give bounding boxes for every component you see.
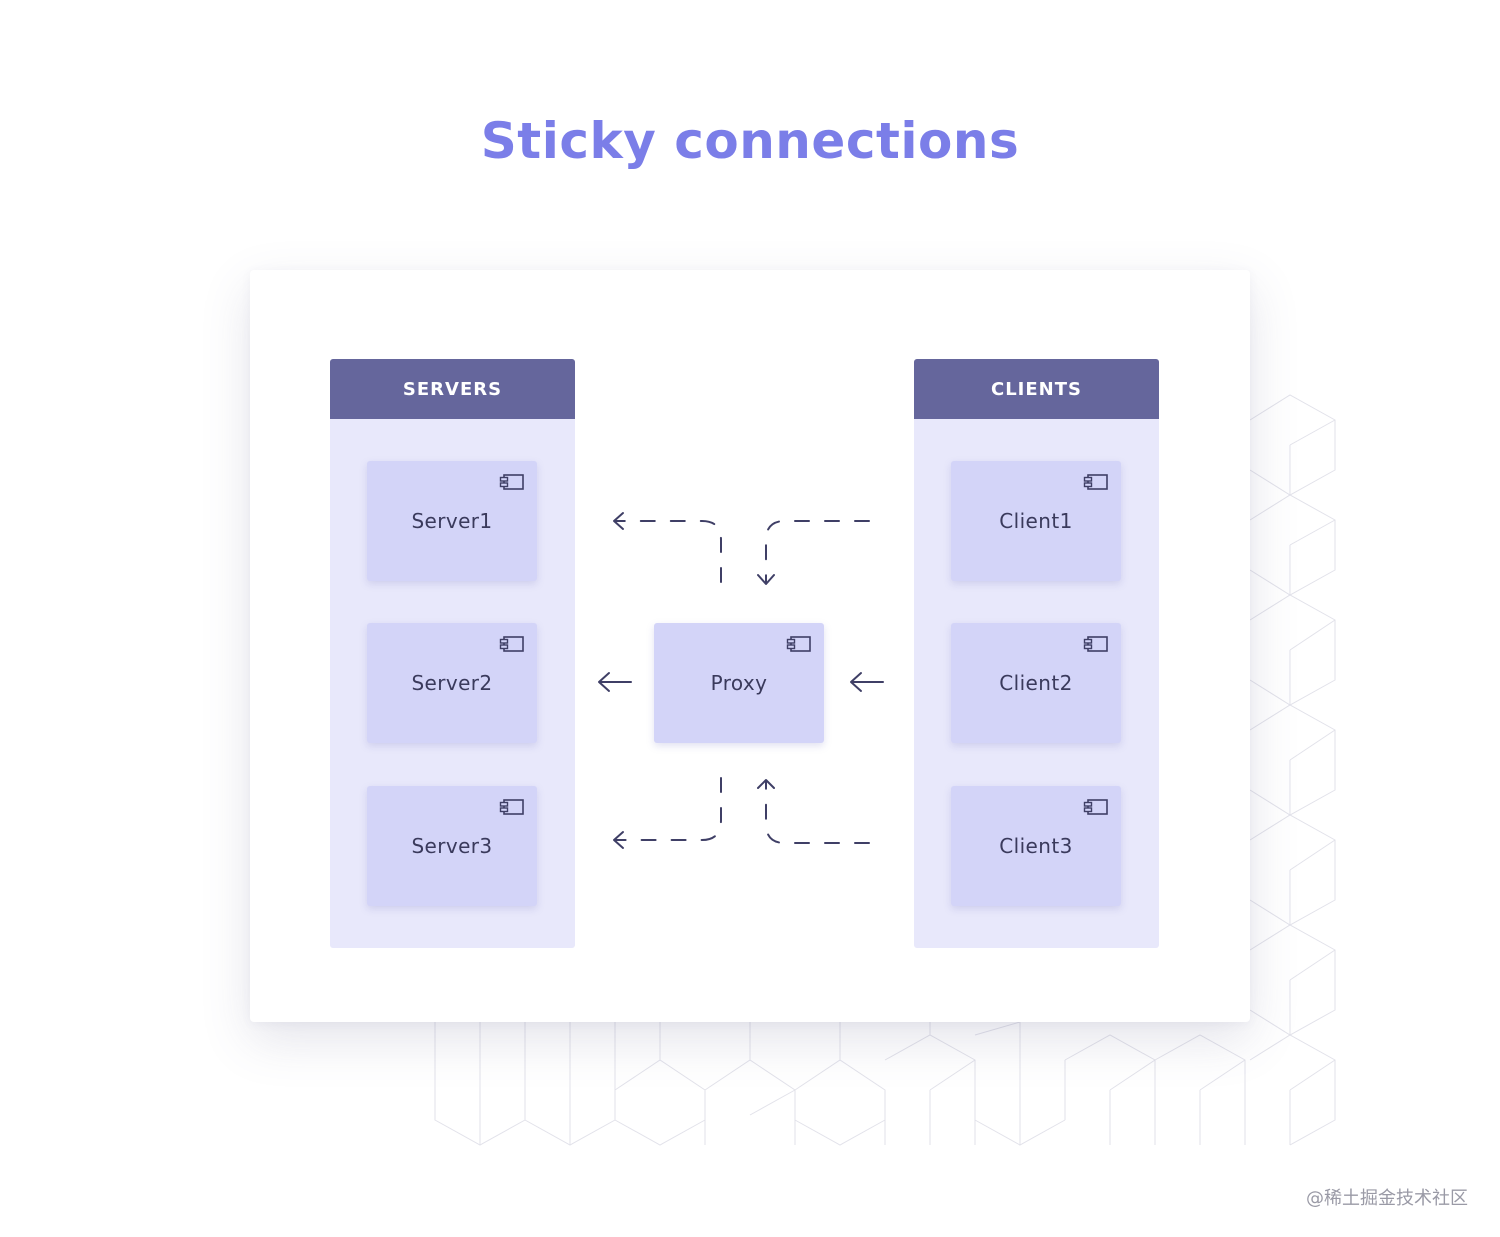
page-title: Sticky connections bbox=[480, 112, 1020, 170]
client1-node[interactable]: Client1 bbox=[951, 461, 1121, 581]
server1-label: Server1 bbox=[411, 509, 493, 533]
client2-node[interactable]: Client2 bbox=[951, 623, 1121, 743]
arrow-head-left bbox=[613, 512, 624, 530]
server3-node[interactable]: Server3 bbox=[367, 786, 537, 906]
arrow-proxy-to-server2 bbox=[598, 672, 632, 692]
client3-label: Client3 bbox=[999, 834, 1073, 858]
clients-header: CLIENTS bbox=[914, 359, 1159, 419]
arrow-proxy-to-server1 bbox=[615, 520, 722, 583]
component-icon bbox=[499, 799, 524, 815]
arrow-head-left bbox=[613, 831, 624, 849]
component-icon bbox=[499, 636, 524, 652]
arrow-client1-to-proxy bbox=[765, 520, 870, 583]
component-icon bbox=[786, 636, 811, 652]
proxy-node[interactable]: Proxy bbox=[654, 623, 824, 743]
arrow-head-down bbox=[757, 574, 775, 585]
component-icon bbox=[1083, 474, 1108, 490]
watermark: @稀土掘金技术社区 bbox=[1306, 1188, 1468, 1209]
component-icon bbox=[1083, 636, 1108, 652]
server1-node[interactable]: Server1 bbox=[367, 461, 537, 581]
arrow-client2-to-proxy bbox=[850, 672, 884, 692]
proxy-label: Proxy bbox=[710, 671, 768, 695]
servers-header: SERVERS bbox=[330, 359, 575, 419]
server2-node[interactable]: Server2 bbox=[367, 623, 537, 743]
client3-node[interactable]: Client3 bbox=[951, 786, 1121, 906]
client2-label: Client2 bbox=[999, 671, 1073, 695]
arrow-head-up bbox=[757, 779, 775, 789]
client1-label: Client1 bbox=[999, 509, 1073, 533]
server2-label: Server2 bbox=[411, 671, 493, 695]
server3-label: Server3 bbox=[411, 834, 493, 858]
component-icon bbox=[1083, 799, 1108, 815]
arrow-client3-to-proxy bbox=[765, 781, 870, 844]
component-icon bbox=[499, 474, 524, 490]
arrow-proxy-to-server3 bbox=[615, 777, 722, 841]
